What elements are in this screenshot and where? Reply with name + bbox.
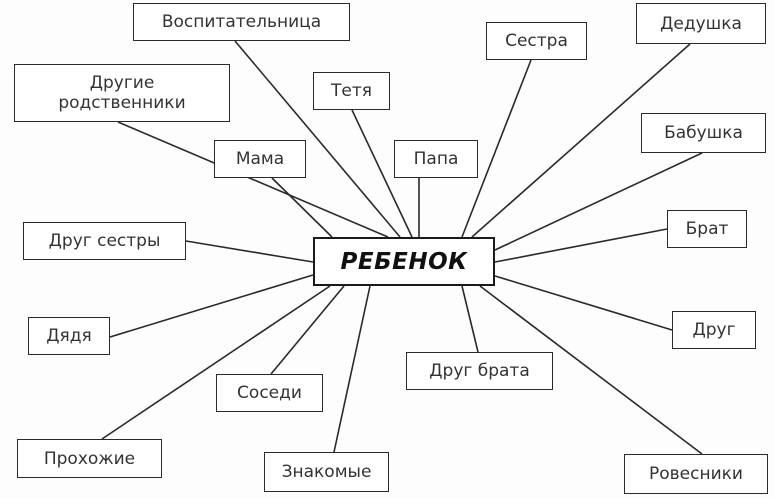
node-znakomye: Знакомые [264, 452, 389, 492]
connector-vospitatelnitsa [234, 40, 401, 238]
node-drugie: Другие родственники [14, 64, 230, 122]
node-dyadya: Дядя [28, 317, 110, 355]
connector-mama [271, 177, 333, 238]
connector-dyadya [109, 274, 314, 338]
node-babushka: Бабушка [641, 113, 766, 153]
connector-sosedi [270, 285, 345, 375]
connector-tetya [351, 109, 413, 238]
connector-drug-sestry [185, 240, 314, 263]
connector-drugie [117, 121, 389, 238]
center-node-rebenok: РЕБЕНОК [313, 237, 495, 286]
connector-prohozhie [101, 285, 331, 440]
node-prohozhie: Прохожие [17, 439, 162, 478]
node-vospitatelnitsa: Воспитательница [133, 3, 350, 41]
node-drug: Друг [672, 311, 756, 349]
node-dedushka: Дедушка [636, 3, 766, 44]
node-rovesniki: Ровесники [624, 454, 768, 494]
connector-drug [494, 275, 673, 331]
node-brat: Брат [667, 210, 747, 248]
connector-dedushka [471, 43, 691, 238]
node-mama: Мама [214, 140, 306, 178]
node-tetya: Тетя [313, 72, 390, 110]
node-sosedi: Соседи [216, 374, 323, 412]
connector-sestra [461, 59, 532, 238]
connector-znakomye [333, 285, 371, 453]
node-papa: Папа [394, 140, 478, 178]
connector-babushka [494, 152, 703, 251]
node-sestra: Сестра [486, 22, 587, 60]
connector-brat [494, 228, 668, 263]
connector-rovesniki [479, 285, 703, 455]
connector-drug-brata [461, 285, 479, 353]
node-drug-brata: Друг брата [406, 352, 553, 390]
node-drug-sestry: Друг сестры [23, 222, 186, 260]
